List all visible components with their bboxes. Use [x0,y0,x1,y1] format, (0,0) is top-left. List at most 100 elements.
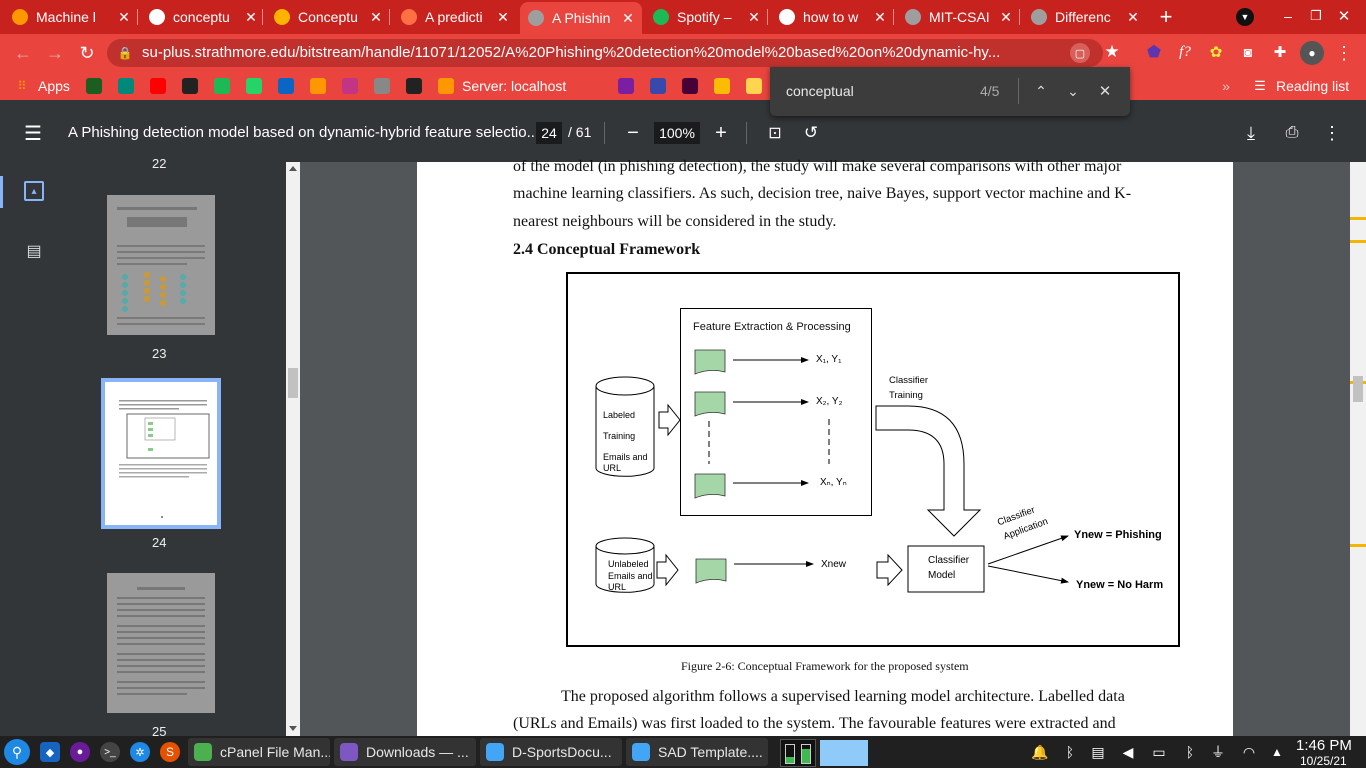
wifi-icon[interactable]: ◠ [1242,743,1256,760]
s-launcher-icon[interactable]: S [160,742,180,762]
folder-icon[interactable] [746,78,762,94]
terminal-bookmark-icon[interactable] [406,78,422,94]
rotate-icon[interactable]: ↺ [803,123,819,142]
page-number-input[interactable]: 24 [536,122,562,144]
download-icon[interactable]: ⤓ [1247,122,1255,143]
workspace-preview[interactable] [820,740,868,766]
taskbar-item-2[interactable]: Downloads — ... [334,738,476,766]
minimize-icon[interactable]: – [1284,8,1292,24]
formula-extension-icon[interactable]: f? [1179,43,1191,60]
bluetooth-status-icon[interactable]: ᛒ [1185,744,1195,760]
sidebar-scrollbar[interactable] [286,162,300,736]
taskbar-item-1[interactable]: cPanel File Man... [188,738,330,766]
tab-1[interactable]: Machine l✕ [4,4,138,30]
notifications-icon[interactable]: 🔔 [1031,743,1049,760]
taskbar-item-3[interactable]: D-SportsDocu... [480,738,622,766]
tab-close-icon[interactable]: ✕ [370,8,382,25]
page-search-icon[interactable]: ▢ [1070,43,1090,63]
github-launcher-icon[interactable]: ● [70,742,90,762]
find-input[interactable]: conceptual [786,83,854,99]
youtube-icon[interactable] [150,78,166,94]
github-icon[interactable] [182,78,198,94]
new-tab-button[interactable]: + [1159,4,1173,29]
clock-date[interactable]: 10/25/21 [1300,754,1347,768]
clipboard-icon[interactable]: ▤ [1091,743,1105,760]
thumbnail-page-23[interactable] [107,195,215,335]
viewer-scroll-thumb[interactable] [1353,376,1363,402]
warning-bookmark-icon[interactable] [310,78,326,94]
server-bookmark[interactable]: Server: localhost [438,76,566,96]
quick-launch-1-icon[interactable]: ◆ [40,742,60,762]
more-bookmarks-icon[interactable]: » [1222,78,1230,94]
zoom-out-icon[interactable]: − [627,121,639,144]
start-menu-icon[interactable]: ⚲ [4,739,30,765]
tab-5[interactable]: A Phishin✕ [520,2,642,34]
reload-icon[interactable]: ↻ [79,42,95,63]
viewer-scrollbar[interactable] [1350,162,1366,736]
tab-4[interactable]: A predicti✕ [393,4,517,30]
tab-close-icon[interactable]: ✕ [497,8,509,25]
screen-capture-icon[interactable]: ◙ [1243,44,1253,60]
m-bookmark-icon[interactable] [618,78,634,94]
tab-close-icon[interactable]: ✕ [245,8,257,25]
sidebar-scroll-down-icon[interactable] [289,726,297,731]
tab-close-icon[interactable]: ✕ [1127,8,1139,25]
bookmark-star-icon[interactable]: ★ [1104,42,1120,61]
zoom-in-icon[interactable]: + [715,121,727,144]
extension-purple-icon[interactable]: ⬟ [1147,44,1161,61]
taskbar-item-4[interactable]: SAD Template.... [626,738,768,766]
tab-close-icon[interactable]: ✕ [118,8,130,25]
hamburger-menu-icon[interactable]: ☰ [24,122,42,145]
print-icon[interactable]: ⎙ [1285,124,1299,141]
reading-list[interactable]: ☰ Reading list [1252,76,1349,96]
instagram-icon[interactable] [342,78,358,94]
usb-icon[interactable]: ⏚ [1211,744,1225,760]
outline-view-icon[interactable]: ▤ [26,243,42,260]
tab-2[interactable]: conceptu✕ [141,4,265,30]
address-bar[interactable] [107,39,1103,67]
tab-7[interactable]: how to w✕ [771,4,894,30]
tab-close-icon[interactable]: ✕ [1000,8,1012,25]
whatsapp-icon[interactable] [246,78,262,94]
globe-bookmark-icon[interactable] [374,78,390,94]
linkedin-icon[interactable] [278,78,294,94]
zoom-input[interactable]: 100% [654,122,700,144]
bluetooth-icon[interactable]: ᛒ [1065,744,1075,760]
tab-close-icon[interactable]: ✕ [622,9,634,26]
pdf-more-icon[interactable]: ⋮ [1323,122,1341,143]
k-bookmark-icon[interactable] [650,78,666,94]
apps-bookmark[interactable]: ⠿ Apps [14,76,70,96]
tab-3[interactable]: Conceptu✕ [266,4,390,30]
tab-9[interactable]: Differenc✕ [1023,4,1147,30]
find-close-icon[interactable]: ✕ [1098,83,1112,100]
forward-icon[interactable]: → [46,42,64,63]
tab-8[interactable]: MIT-CSAI✕ [897,4,1020,30]
battery-icon[interactable]: ▭ [1152,743,1166,760]
menu-dots-icon[interactable]: ⋮ [1335,42,1353,63]
thumbnails-view-icon[interactable]: ▴ [24,181,44,201]
workspace-pager[interactable] [780,739,816,767]
tab-close-icon[interactable]: ✕ [748,8,760,25]
thumbnail-page-24[interactable] [101,378,221,529]
close-window-icon[interactable]: ✕ [1337,8,1351,25]
settings-launcher-icon[interactable]: ✲ [130,742,150,762]
sidebar-scroll-up-icon[interactable] [289,166,297,171]
thumbnail-page-25[interactable] [107,573,215,713]
spotify-bookmark-icon[interactable] [214,78,230,94]
bookmark-1-icon[interactable] [86,78,102,94]
volume-icon[interactable]: ◀ [1122,743,1134,760]
terminal-launcher-icon[interactable]: >_ [100,742,120,762]
tab-6[interactable]: Spotify –✕ [645,4,768,30]
tab-search-icon[interactable]: ▼ [1236,8,1254,26]
tray-expand-icon[interactable]: ▲ [1271,745,1283,759]
xd-icon[interactable] [682,78,698,94]
sidebar-scroll-thumb[interactable] [288,368,298,398]
profile-avatar[interactable]: ● [1300,41,1324,65]
clock-time[interactable]: 1:46 PM [1296,737,1352,754]
find-previous-icon[interactable]: ⌃ [1035,82,1047,99]
bookmark-2-icon[interactable] [118,78,134,94]
url-text[interactable]: su-plus.strathmore.edu/bitstream/handle/… [142,44,1001,61]
fit-page-icon[interactable]: ⊡ [768,125,782,142]
tab-close-icon[interactable]: ✕ [874,8,886,25]
back-icon[interactable]: ← [14,42,32,63]
